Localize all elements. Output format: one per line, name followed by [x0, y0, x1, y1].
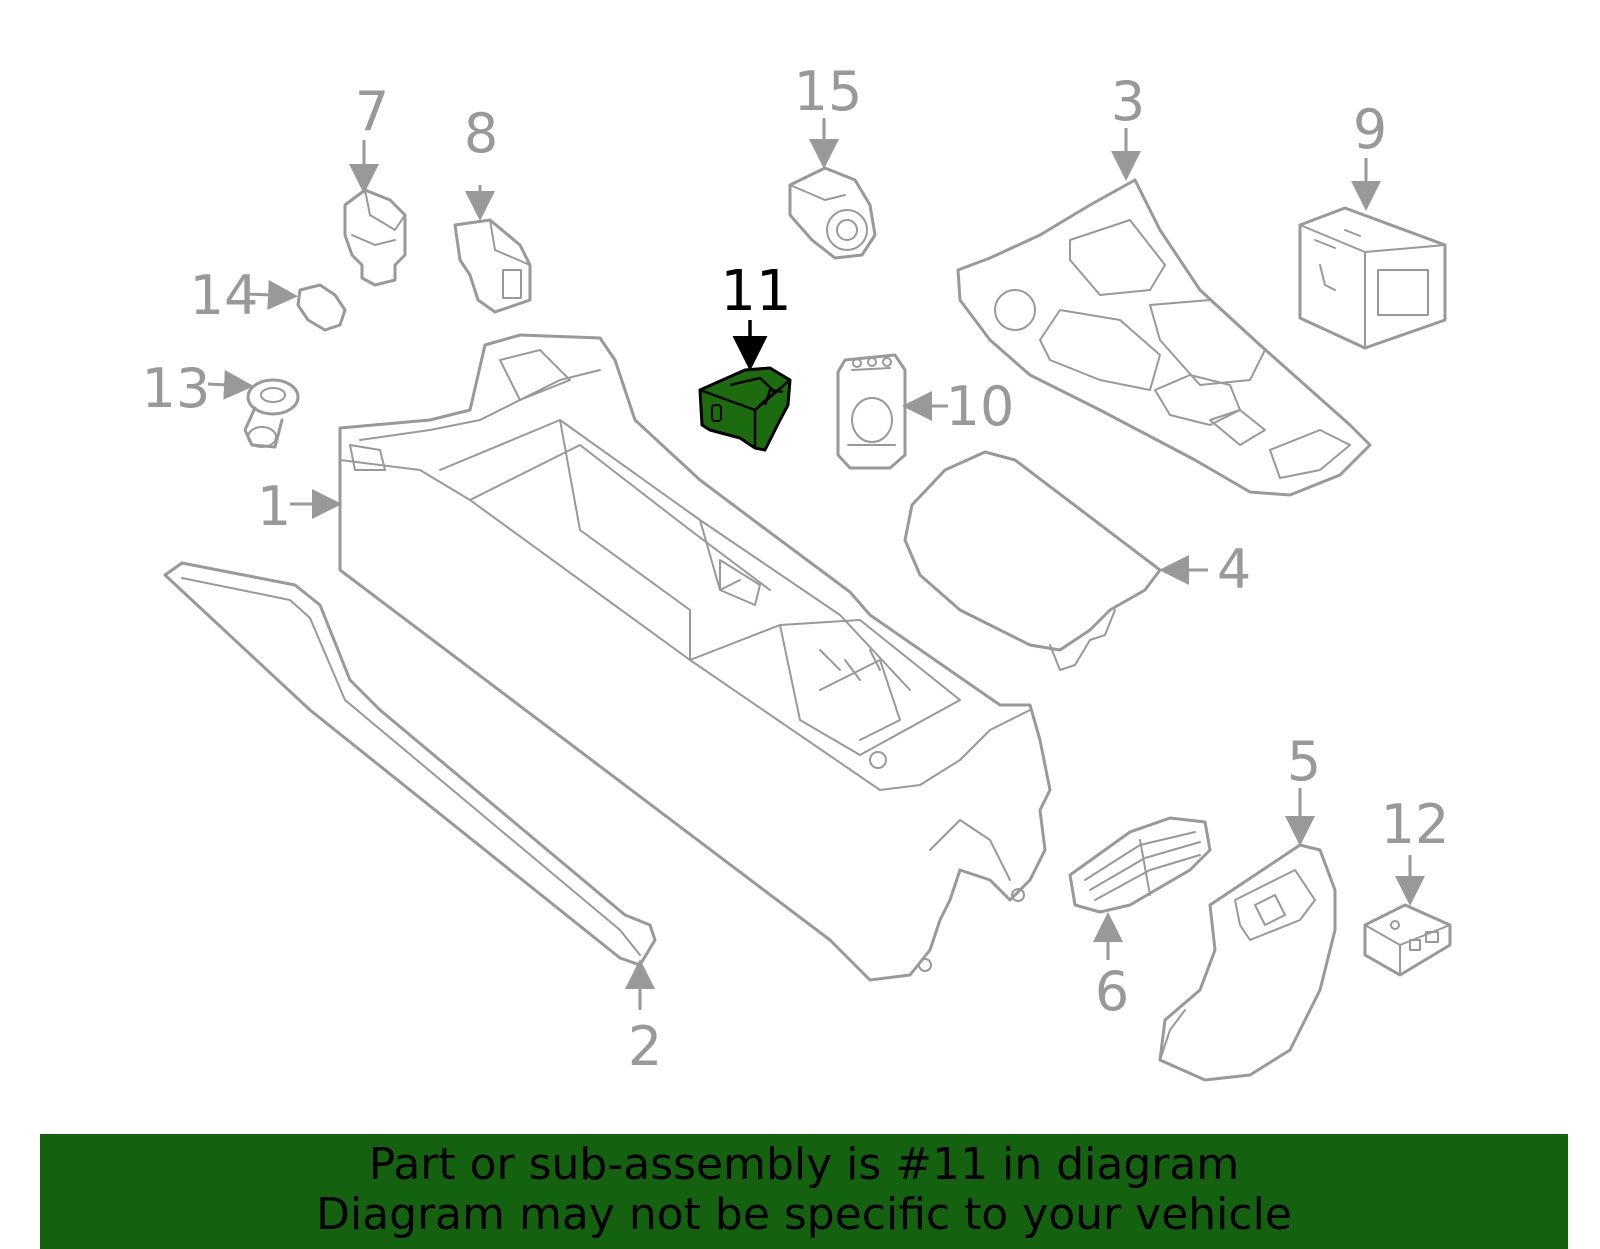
- part-15-knob[interactable]: [788, 166, 877, 260]
- callout-13: 13: [142, 357, 211, 420]
- part-1-console-body[interactable]: [338, 333, 1052, 982]
- callout-5: 5: [1287, 730, 1321, 793]
- part-3-console-finisher[interactable]: [956, 178, 1372, 497]
- part-9-module[interactable]: [1298, 206, 1447, 350]
- callout-12: 12: [1381, 793, 1450, 856]
- callout-11-highlighted: 11: [720, 259, 791, 324]
- callout-7: 7: [355, 80, 389, 143]
- part-10-shift-base[interactable]: [836, 353, 907, 470]
- callout-9: 9: [1353, 98, 1387, 161]
- callout-10: 10: [946, 375, 1015, 438]
- part-14-cap[interactable]: [296, 283, 347, 332]
- callout-6: 6: [1095, 960, 1129, 1023]
- part-4-console-lid[interactable]: [903, 450, 1162, 671]
- callout-labels: 7 8 15 3 9 14 13 1 10 4 5 6 12 2 11: [142, 60, 1450, 1078]
- callout-4: 4: [1217, 538, 1251, 601]
- part-8-usb-switch[interactable]: [453, 218, 532, 314]
- part-6-rear-vent[interactable]: [1068, 816, 1212, 914]
- info-banner: Part or sub-assembly is #11 in diagram D…: [40, 1134, 1568, 1249]
- callout-8: 8: [464, 102, 498, 165]
- callout-2: 2: [628, 1015, 662, 1078]
- callout-1: 1: [257, 475, 291, 538]
- banner-line-part-number: Part or sub-assembly is #11 in diagram: [368, 1139, 1240, 1190]
- part-13-socket[interactable]: [243, 378, 300, 449]
- callout-14: 14: [190, 264, 259, 327]
- part-11-highlighted-component[interactable]: [698, 366, 792, 452]
- banner-line-disclaimer: Diagram may not be specific to your vehi…: [316, 1189, 1292, 1240]
- part-7-switch[interactable]: [343, 188, 407, 287]
- callout-3: 3: [1111, 70, 1145, 133]
- part-12-usb-module[interactable]: [1363, 903, 1452, 977]
- part-2-side-trim[interactable]: [163, 561, 657, 967]
- callout-arrows: [207, 118, 1425, 1010]
- callout-15: 15: [794, 60, 863, 123]
- part-5-rear-cover[interactable]: [1158, 843, 1337, 1082]
